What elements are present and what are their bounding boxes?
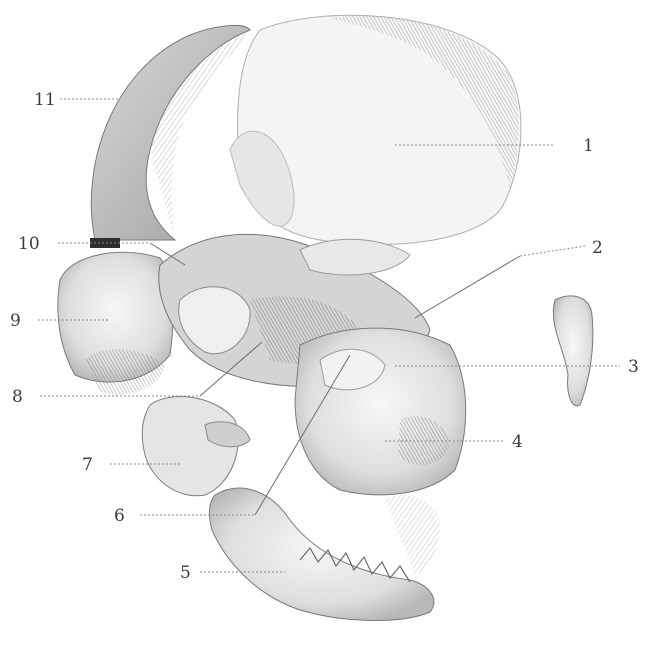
label-8: 8 [12, 387, 23, 407]
maxilla-bone [295, 328, 466, 495]
label-1: 1 [583, 136, 594, 156]
nasal-fragment [553, 296, 593, 406]
leader-2b [415, 256, 520, 318]
zygomatic-piece [142, 397, 250, 496]
mandible-bone [209, 488, 440, 620]
parietal-bone [90, 25, 250, 248]
label-5: 5 [180, 563, 191, 583]
leader-2 [520, 246, 585, 256]
label-9: 9 [10, 311, 21, 331]
label-4: 4 [512, 432, 523, 452]
label-7: 7 [82, 455, 93, 475]
temporal-bone [58, 252, 173, 394]
label-11: 11 [34, 90, 56, 110]
label-6: 6 [114, 506, 125, 526]
label-2: 2 [592, 238, 603, 258]
label-3: 3 [628, 357, 639, 377]
label-10: 10 [18, 234, 40, 254]
frontal-bone [230, 15, 521, 244]
